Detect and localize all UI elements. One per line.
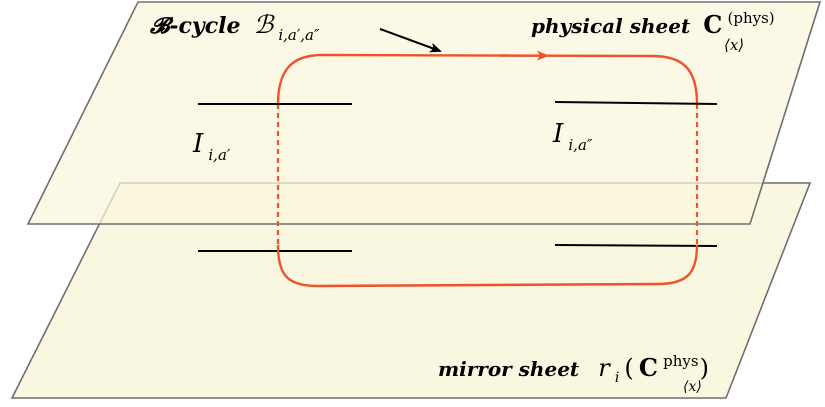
physical-sheet: [26, 1, 822, 225]
interval-right-lower: [554, 244, 718, 247]
interval-right-upper: [554, 101, 718, 105]
physical-sheet-sub: ⟨x⟩: [724, 36, 744, 54]
mirror-sheet-sub: ⟨x⟩: [683, 379, 702, 395]
b-cycle-pointer-arrow: [379, 28, 442, 53]
b-cycle-lower-arc: [276, 244, 699, 288]
interval-left-label: I i,a′: [192, 129, 231, 164]
interval-right-label: I i,a″: [552, 119, 593, 154]
physical-sheet-label: physical sheet C (phys): [531, 9, 775, 39]
mirror-sheet-label: mirror sheet r i ( C phys ): [438, 351, 709, 386]
b-cycle-upper-arc: [276, 53, 699, 105]
b-cycle-label: 𝓑-cycle ℬ i,a′,a″: [149, 10, 320, 44]
